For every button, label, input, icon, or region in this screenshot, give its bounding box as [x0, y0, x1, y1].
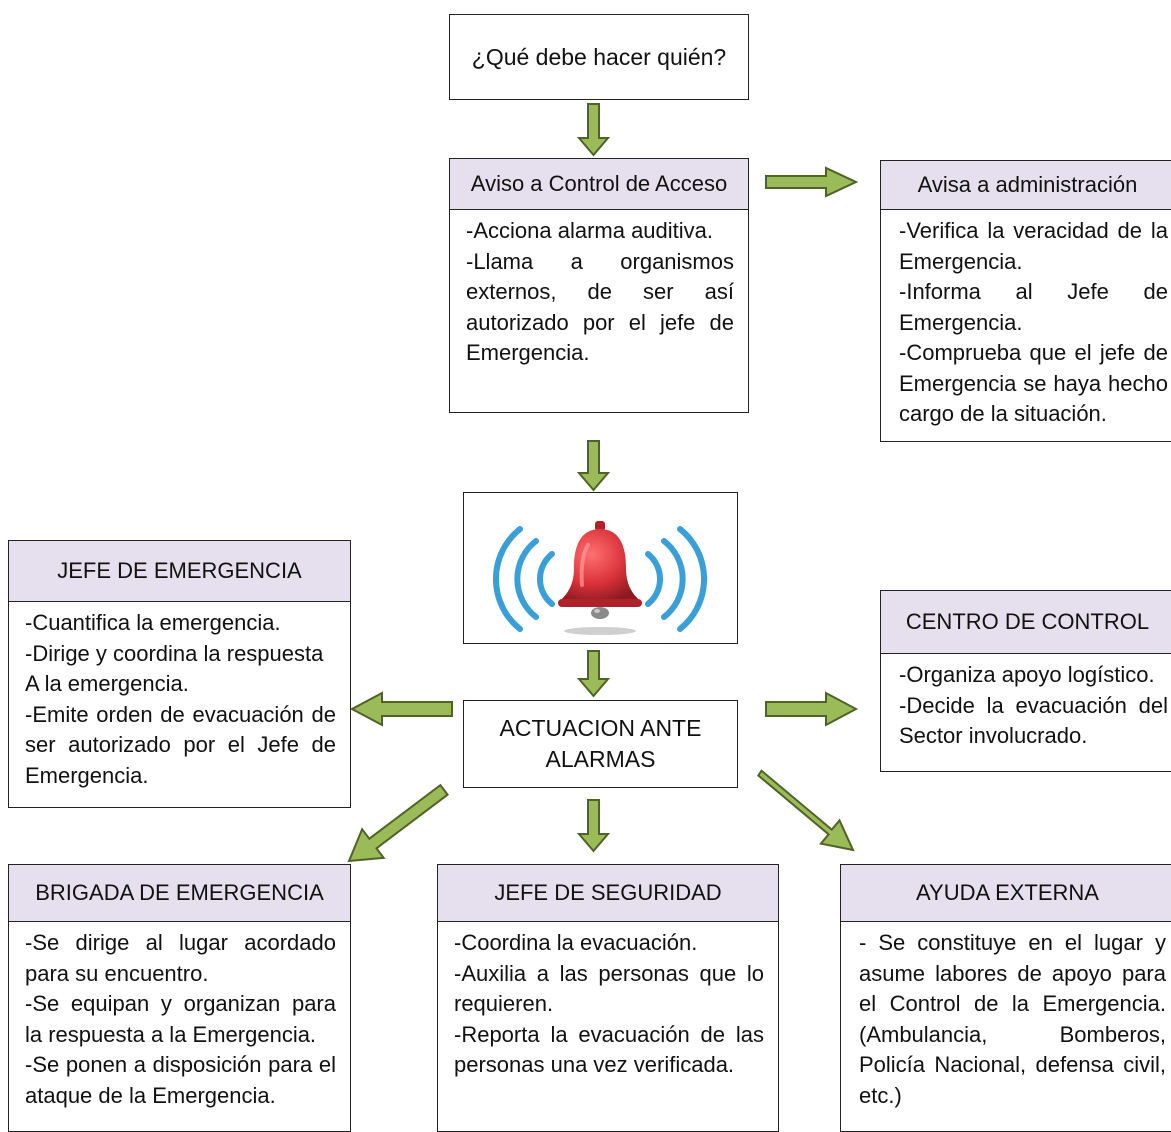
jefe-emergencia-title: JEFE DE EMERGENCIA	[57, 558, 302, 583]
aviso-header: Aviso a Control de Acceso	[449, 158, 749, 210]
brigada-body: -Se dirige al lugar acordado para su enc…	[8, 922, 351, 1132]
jefe-emergencia-body: -Cuantifica la emergencia. -Dirige y coo…	[8, 602, 351, 808]
jefe-emergencia-line: -Cuantifica la emergencia.	[25, 610, 281, 635]
arrow-down-alarm	[576, 440, 611, 492]
ayuda-externa-line: - Se constituye en el lugar y asume labo…	[859, 930, 1166, 1108]
arrow-diag-ayuda-externa	[756, 769, 855, 852]
administracion-header: Avisa a administración	[880, 160, 1171, 210]
centro-control-line: -Decide la evacuación del Sector involuc…	[899, 692, 1168, 749]
arrow-diag-brigada	[347, 783, 449, 863]
arrow-right-administracion	[765, 166, 859, 198]
centro-control-header: CENTRO DE CONTROL	[880, 590, 1171, 654]
aviso-title: Aviso a Control de Acceso	[470, 171, 728, 196]
actuacion-box: ACTUACION ANTE ALARMAS	[463, 700, 738, 788]
arrow-down-question	[576, 103, 611, 157]
brigada-line: -Se equipan y organizan para la respuest…	[25, 991, 336, 1047]
administracion-line: -Verifica la veracidad de la Emergencia.	[899, 218, 1168, 274]
ayuda-externa-title: AYUDA EXTERNA	[916, 880, 1099, 905]
jefe-emergencia-header: JEFE DE EMERGENCIA	[8, 540, 351, 602]
jefe-seguridad-body: -Coordina la evacuación. -Auxilia a las …	[437, 922, 779, 1132]
jefe-emergencia-line: -Dirige y coordina la respuesta A la eme…	[25, 640, 324, 697]
alarm-image-box	[463, 492, 738, 644]
actuacion-text: ACTUACION ANTE ALARMAS	[499, 715, 702, 772]
centro-control-body: -Organiza apoyo logístico. -Decide la ev…	[880, 654, 1171, 772]
alarm-bell-icon	[492, 521, 708, 635]
administracion-line: -Comprueba que el jefe de Emergencia se …	[899, 340, 1168, 426]
centro-control-title: CENTRO DE CONTROL	[905, 609, 1150, 634]
brigada-header: BRIGADA DE EMERGENCIA	[8, 864, 351, 922]
brigada-line: -Se dirige al lugar acordado para su enc…	[25, 930, 336, 986]
arrow-right-centro-control	[765, 691, 859, 727]
jefe-emergencia-line: -Emite orden de evacuación de ser autori…	[25, 701, 336, 788]
aviso-body: -Acciona alarma auditiva. -Llama a organ…	[449, 210, 749, 413]
arrow-down-actuacion	[576, 650, 611, 698]
arrow-down-jefe-seguridad	[576, 799, 611, 853]
brigada-line: -Se ponen a disposición para el ataque d…	[25, 1052, 336, 1108]
ayuda-externa-body: - Se constituye en el lugar y asume labo…	[840, 922, 1171, 1132]
jefe-seguridad-header: JEFE DE SEGURIDAD	[437, 864, 779, 922]
aviso-line: -Llama a organismos externos, de ser así…	[466, 248, 734, 366]
arrow-left-jefe-emergencia	[349, 691, 453, 727]
administracion-title: Avisa a administración	[917, 172, 1138, 197]
administracion-line: -Informa al Jefe de Emergencia.	[899, 279, 1168, 335]
aviso-line: -Acciona alarma auditiva.	[466, 218, 714, 243]
ayuda-externa-header: AYUDA EXTERNA	[840, 864, 1171, 922]
jefe-seguridad-line: -Reporta la evacuación de las personas u…	[454, 1021, 764, 1078]
jefe-seguridad-line: -Auxilia a las personas que lo requieren…	[454, 960, 764, 1017]
question-box: ¿Qué debe hacer quién?	[449, 14, 749, 100]
administracion-body: -Verifica la veracidad de la Emergencia.…	[880, 210, 1171, 442]
question-text: ¿Qué debe hacer quién?	[471, 43, 727, 70]
jefe-seguridad-line: -Coordina la evacuación.	[454, 930, 698, 955]
centro-control-line: -Organiza apoyo logístico.	[899, 662, 1155, 687]
brigada-title: BRIGADA DE EMERGENCIA	[35, 880, 324, 905]
jefe-seguridad-title: JEFE DE SEGURIDAD	[494, 880, 722, 905]
